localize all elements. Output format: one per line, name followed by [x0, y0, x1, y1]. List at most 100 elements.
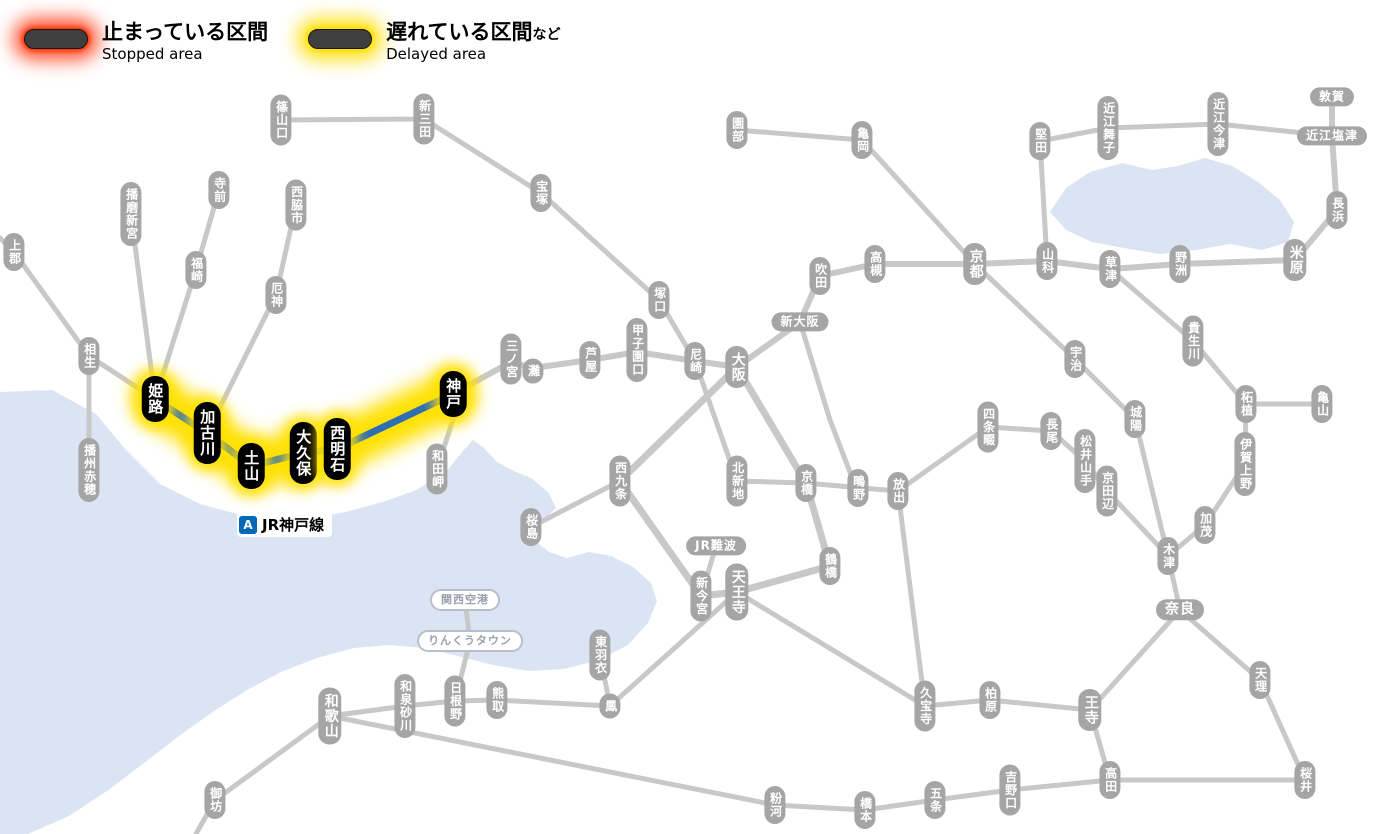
track-line [797, 319, 859, 491]
station-pill: 山科 [1036, 242, 1058, 280]
station-pill: 堅田 [1029, 122, 1051, 160]
station-pill: 北新地 [726, 455, 748, 507]
station-pill: JR難波 [686, 536, 746, 556]
osaka-bay-water [0, 390, 657, 834]
station-pill: 久宝寺 [914, 680, 936, 732]
station-pill: 四条畷 [977, 401, 999, 453]
line-name: JR神戸線 [262, 516, 325, 534]
station-pill: 熊取 [486, 681, 508, 719]
station-pill-delayed[interactable]: 加古川 [193, 402, 221, 464]
legend-delayed: 遅れている区間など Delayed area [308, 20, 560, 63]
station-pill: 新三田 [413, 93, 435, 145]
station-pill: 厄神 [265, 276, 287, 314]
track-line [327, 589, 740, 719]
station-pill-delayed[interactable]: 大久保 [289, 422, 317, 484]
station-pill: りんくうタウン [417, 629, 523, 653]
track-line [1107, 266, 1249, 407]
jr-kobe-line-label[interactable]: A JR神戸線 [237, 512, 333, 537]
station-pill: 園部 [726, 111, 748, 149]
station-pill: 近江今津 [1207, 92, 1229, 156]
station-pill: 奈良 [1156, 599, 1204, 621]
station-pill: 桜島 [520, 508, 542, 546]
station-pill: 敦賀 [1309, 87, 1355, 107]
station-pill: 和歌山 [318, 687, 342, 745]
station-pill: 鶴橋 [819, 547, 841, 585]
station-pill: 京田辺 [1096, 465, 1118, 517]
station-pill: 高田 [1099, 761, 1121, 799]
station-pill: 播州赤穂 [78, 438, 100, 502]
legend-delayed-label-main: 遅れている区間 [386, 20, 533, 44]
station-pill: 近江塩津 [1296, 126, 1368, 146]
station-pill: 近江舞子 [1097, 96, 1119, 160]
station-pill: 東羽衣 [589, 629, 611, 681]
station-pill: 上郡 [3, 233, 25, 271]
station-pill: 亀山 [1311, 385, 1333, 423]
station-pill: 西九条 [609, 455, 631, 507]
legend-delayed-text: 遅れている区間など Delayed area [386, 20, 560, 63]
station-pill: 篠山口 [270, 94, 292, 146]
station-pill: 西脇市 [285, 179, 307, 231]
station-pill: 長尾 [1040, 412, 1062, 450]
station-pill: 草津 [1099, 250, 1121, 288]
station-pill: 灘 [522, 358, 544, 384]
legend-stopped-text: 止まっている区間 Stopped area [102, 20, 268, 63]
station-pill: 貴生川 [1182, 315, 1204, 367]
delayed-area-sample-icon [308, 29, 373, 49]
station-pill: 長浜 [1326, 191, 1348, 229]
station-pill: 鳳 [599, 693, 621, 719]
station-pill: 福崎 [185, 251, 207, 289]
legend-delayed-label: 遅れている区間など [386, 20, 560, 45]
station-pill: 米原 [1283, 239, 1307, 281]
station-pill: 天王寺 [725, 563, 749, 621]
station-pill: 放出 [887, 472, 909, 510]
station-pill: 和泉砂川 [394, 674, 416, 738]
station-pill: 播磨新宮 [120, 182, 142, 246]
track-line [1107, 607, 1308, 783]
station-pill-delayed[interactable]: 神戸 [439, 371, 467, 417]
track-line [204, 202, 299, 436]
station-pill: 吹田 [809, 257, 831, 295]
station-pill: 塚口 [648, 281, 670, 319]
track-line [972, 94, 1340, 272]
lake-biwa-water [1050, 158, 1294, 254]
track-line [972, 261, 1171, 559]
station-pill: 芦屋 [579, 341, 601, 379]
track-line [895, 488, 928, 709]
station-pill: 関西空港 [430, 588, 500, 612]
station-pill: 御坊 [204, 781, 226, 819]
station-pill: 京橋 [795, 464, 817, 502]
track-line [528, 478, 623, 530]
station-pill: 新今宮 [690, 570, 712, 622]
station-pill: 三ノ宮 [500, 333, 522, 385]
track-line [193, 713, 333, 834]
station-pill: 亀岡 [851, 121, 873, 159]
line-symbol-a-icon: A [239, 515, 257, 534]
legend-delayed-sublabel: Delayed area [386, 45, 487, 64]
station-pill: 柘植 [1235, 385, 1257, 423]
station-pill: 天理 [1249, 661, 1271, 699]
station-pill-delayed[interactable]: 土山 [237, 443, 265, 489]
station-pill: 大阪 [725, 346, 749, 388]
station-pill: 宇治 [1064, 340, 1086, 378]
station-pill: 五条 [924, 781, 946, 819]
station-pill: 加茂 [1194, 506, 1216, 544]
station-pill: 桜井 [1294, 761, 1316, 799]
station-pill: 松井山手 [1074, 429, 1096, 493]
legend-delayed-label-suffix: など [532, 27, 561, 43]
station-pill: 甲子園口 [626, 318, 648, 382]
station-pill: 相生 [78, 337, 100, 375]
station-pill: 野洲 [1169, 245, 1191, 283]
station-pill: 木津 [1157, 537, 1179, 575]
station-pill: 京都 [963, 243, 987, 285]
station-pill-delayed[interactable]: 西明石 [323, 418, 351, 480]
station-pill: 和田岬 [426, 443, 448, 495]
station-pill: 粉河 [764, 786, 786, 824]
track-line [152, 187, 222, 402]
station-pill-delayed[interactable]: 姫路 [141, 376, 169, 422]
station-pill: 吉野口 [999, 764, 1021, 816]
station-pill: 伊賀上野 [1234, 432, 1256, 496]
legend: 止まっている区間 Stopped area 遅れている区間など Delayed … [24, 20, 560, 63]
station-pill: 尼崎 [684, 342, 706, 380]
legend-stopped-label: 止まっている区間 [102, 20, 269, 44]
